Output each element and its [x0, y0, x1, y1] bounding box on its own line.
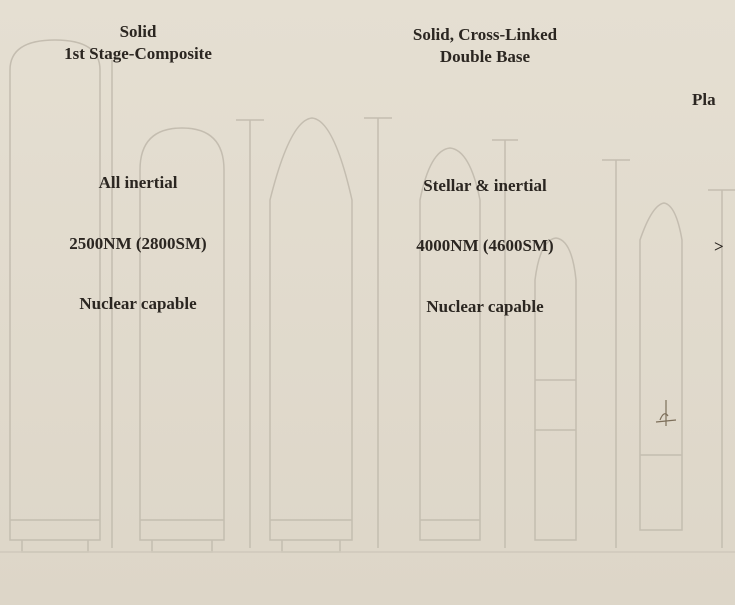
missile-2-outline: [139, 127, 225, 541]
propulsion-line2-1: 1st Stage-Composite: [64, 44, 212, 63]
warhead-2: Nuclear capable: [426, 297, 544, 316]
missile-3-outline: [269, 117, 353, 541]
propulsion-line1-2: Solid, Cross-Linked: [412, 25, 558, 44]
missile-6-outline: [639, 202, 683, 531]
propulsion-line2-2: Double Base: [439, 47, 531, 66]
warhead-1: Nuclear capable: [79, 294, 197, 313]
range-2: 4000NM (4600SM): [416, 236, 554, 255]
range-3: >: [714, 237, 724, 256]
propulsion-heading-2: Solid, Cross-Linked Double Base: [365, 24, 605, 68]
propulsion-heading-3: Pla: [692, 90, 716, 109]
missile-1-outline: [9, 39, 101, 541]
guidance-1: All inertial: [98, 173, 178, 192]
propulsion-heading-1: Solid 1st Stage-Composite: [18, 21, 258, 65]
missile-4-outline: [419, 147, 481, 541]
guidance-2: Stellar & inertial: [423, 176, 547, 195]
propulsion-line1-1: Solid: [119, 22, 157, 41]
range-1: 2500NM (2800SM): [69, 234, 207, 253]
missile-5-outline: [534, 237, 577, 541]
